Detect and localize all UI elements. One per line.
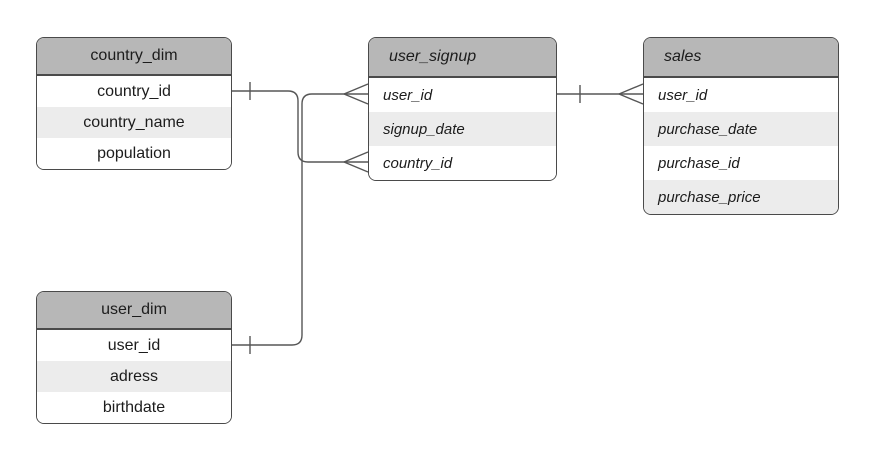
column-name: adress [109, 367, 159, 385]
table-row[interactable]: user_id [644, 78, 838, 112]
relationship-user_dim-user_signup[interactable] [232, 83, 369, 354]
column-name: user_id [658, 86, 708, 104]
table-row[interactable]: purchase_id [644, 146, 838, 180]
table-row[interactable]: country_id [37, 76, 231, 107]
table-header-sales[interactable]: sales [644, 38, 838, 78]
crow-foot-icon [618, 83, 644, 105]
table-row[interactable]: population [37, 138, 231, 169]
table-row[interactable]: signup_date [369, 112, 556, 146]
column-name: birthdate [102, 398, 166, 416]
table-body: user_id signup_date country_id [369, 78, 556, 180]
column-name: population [97, 144, 171, 162]
table-row[interactable]: purchase_date [644, 112, 838, 146]
table-body: country_id country_name population [37, 76, 231, 169]
table-row[interactable]: adress [37, 361, 231, 392]
column-name: purchase_price [658, 188, 761, 206]
column-name: purchase_date [658, 120, 758, 138]
table-header-user-signup[interactable]: user_signup [369, 38, 556, 78]
table-row[interactable]: country_id [369, 146, 556, 180]
column-name: country_name [83, 113, 185, 131]
entity-table-country-dim[interactable]: country_dim country_id country_name popu… [36, 37, 232, 170]
entity-table-user-dim[interactable]: user_dim user_id adress birthdate [36, 291, 232, 424]
entity-table-sales[interactable]: sales user_id purchase_date purchase_id … [643, 37, 839, 215]
entity-table-user-signup[interactable]: user_signup user_id signup_date country_… [368, 37, 557, 181]
column-name: signup_date [383, 120, 465, 138]
column-name: country_id [97, 82, 171, 100]
column-name: user_id [107, 336, 161, 354]
table-header-country-dim[interactable]: country_dim [37, 38, 231, 76]
crow-foot-icon [343, 151, 369, 173]
relationship-country_dim-user_signup[interactable] [232, 82, 369, 173]
table-row[interactable]: user_id [369, 78, 556, 112]
column-name: country_id [383, 154, 453, 172]
table-row[interactable]: user_id [37, 330, 231, 361]
column-name: user_id [383, 86, 433, 104]
crow-foot-icon [343, 83, 369, 105]
table-header-user-dim[interactable]: user_dim [37, 292, 231, 330]
table-row[interactable]: birthdate [37, 392, 231, 423]
relationship-line[interactable] [232, 90, 368, 163]
relationship-user_signup-sales[interactable] [557, 83, 644, 105]
column-name: purchase_id [658, 154, 740, 172]
table-body: user_id purchase_date purchase_id purcha… [644, 78, 838, 214]
table-body: user_id adress birthdate [37, 330, 231, 423]
table-row[interactable]: country_name [37, 107, 231, 138]
relationship-line[interactable] [232, 93, 368, 346]
table-row[interactable]: purchase_price [644, 180, 838, 214]
